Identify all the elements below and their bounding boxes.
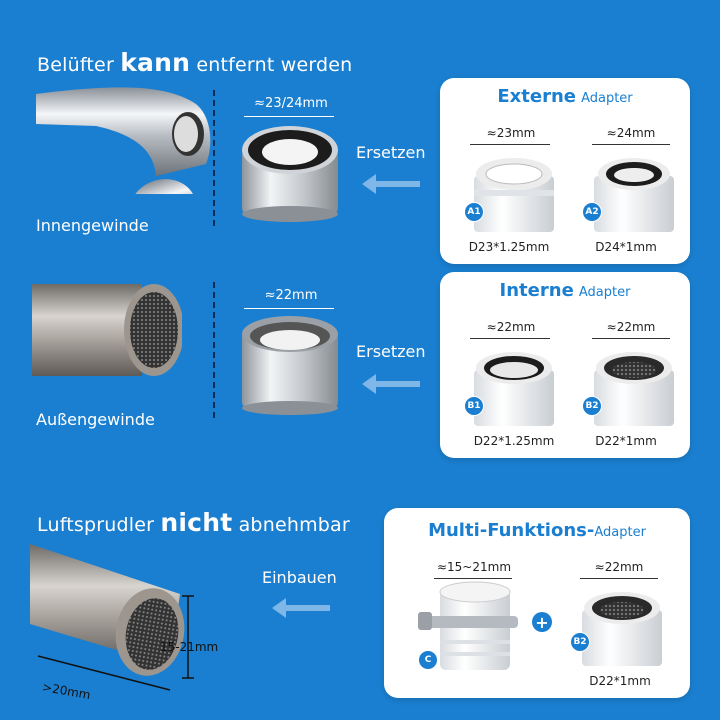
faucet-fixed-aerator-image (30, 544, 194, 691)
adapter-b2-spec: D22*1mm (589, 674, 651, 688)
card-title: Externe Adapter (497, 86, 633, 107)
heading-emphasis: kann (120, 48, 191, 77)
dimension-line (470, 338, 550, 339)
multi-function-adapter-card: Multi-Funktions-Adapter ≈15~21mm C + ≈22… (384, 508, 690, 698)
heading-text: Belüfter (37, 54, 114, 76)
dimension-line (470, 144, 550, 145)
adapter-b2-spec: D22*1mm (595, 434, 657, 448)
caption-external-thread: Außengewinde (36, 410, 155, 429)
adapter-b1-spec: D22*1.25mm (473, 434, 555, 448)
adapter-b2-dimension: ≈22mm (606, 320, 656, 334)
aerator-part-image (242, 126, 338, 222)
arrow-left-icon (362, 174, 420, 194)
adapter-a1-dimension: ≈23mm (486, 126, 536, 140)
faucet-brushed-image (32, 284, 182, 376)
card-title: Multi-Funktions-Adapter (428, 520, 646, 541)
card-title: Interne Adapter (499, 280, 631, 301)
adapter-a1-image (474, 158, 554, 232)
replace-label: Ersetzen (356, 342, 426, 361)
badge-b1: B1 (464, 396, 484, 416)
badge-a1: A1 (464, 202, 484, 222)
adapter-a2-dimension: ≈24mm (606, 126, 656, 140)
external-adapter-card: Externe Adapter ≈23mm A1 D23*1.25mm ≈24m… (440, 78, 690, 264)
dimension-line (592, 338, 670, 339)
adapter-b2-dimension: ≈22mm (594, 560, 644, 574)
badge-c: C (418, 650, 438, 670)
divider-line (213, 282, 215, 418)
section1-heading: Belüfter kann entfernt werden (37, 48, 352, 77)
dimension-side-label: 15-21mm (160, 640, 219, 654)
divider-line (213, 90, 215, 226)
adapter-b2-image (582, 592, 662, 666)
replace-label: Ersetzen (356, 143, 426, 162)
faucet-chrome-image (36, 87, 211, 194)
aerator-part-image (242, 316, 338, 415)
section3-heading: Luftsprudler nicht abnehmbar (37, 508, 350, 537)
internal-adapter-card: Interne Adapter ≈22mm B1 D22*1.25mm ≈22m… (440, 272, 690, 458)
adapter-b1-image (474, 352, 554, 426)
adapter-c-image (418, 581, 518, 670)
heading-emphasis: nicht (160, 508, 233, 537)
dimension-line (434, 578, 512, 579)
badge-a2: A2 (582, 202, 602, 222)
adapter-b2-image (594, 352, 674, 426)
adapter-a2-spec: D24*1mm (595, 240, 657, 254)
heading-text: entfernt werden (196, 54, 353, 76)
plus-icon: + (532, 612, 552, 632)
adapter-c-dimension: ≈15~21mm (436, 560, 512, 574)
adapter-b1-dimension: ≈22mm (486, 320, 536, 334)
install-label: Einbauen (262, 568, 337, 587)
heading-text: Luftsprudler (37, 514, 155, 536)
dimension-line (592, 144, 670, 145)
dimension-line (244, 116, 334, 117)
part-dimension-label: ≈22mm (264, 288, 318, 303)
badge-b2: B2 (582, 396, 602, 416)
badge-b2: B2 (570, 632, 590, 652)
dimension-line (580, 578, 658, 579)
adapter-a2-image (594, 158, 674, 232)
dimension-line (244, 308, 334, 309)
arrow-left-icon (362, 374, 420, 394)
heading-text: abnehmbar (238, 514, 350, 536)
adapter-a1-spec: D23*1.25mm (468, 240, 550, 254)
caption-internal-thread: Innengewinde (36, 216, 149, 235)
part-dimension-label: ≈23/24mm (254, 96, 328, 111)
arrow-left-icon (272, 598, 330, 618)
